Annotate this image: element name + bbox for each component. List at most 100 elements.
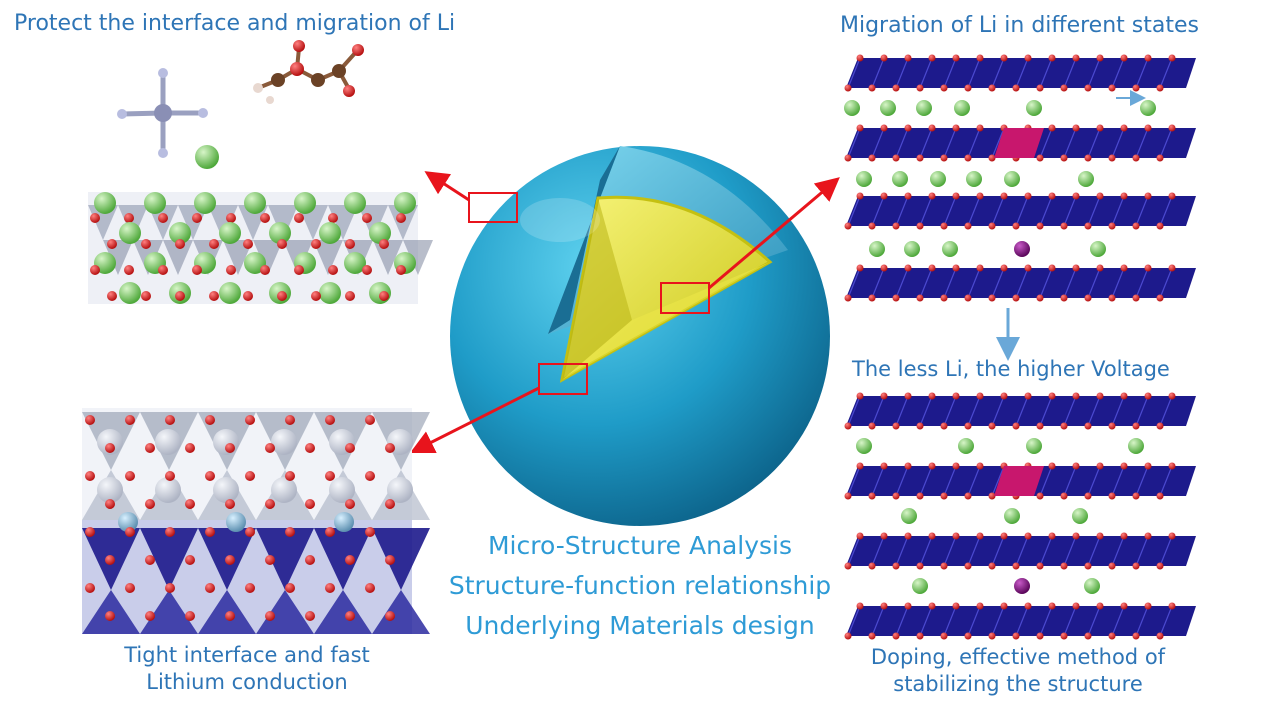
oxygen-atom	[976, 54, 984, 62]
oxygen-atom	[976, 192, 984, 200]
oxygen-atom	[325, 471, 335, 481]
layer-edge	[991, 267, 1005, 299]
oxygen-atom	[1084, 154, 1092, 162]
arrow-to-surface-panel	[424, 171, 470, 202]
layer-edge	[1159, 127, 1173, 159]
oxygen-atom	[185, 443, 195, 453]
defect-site	[994, 128, 1044, 158]
octahedron-face	[403, 240, 433, 275]
oxygen-atom	[345, 239, 355, 249]
oxygen-atom	[952, 462, 960, 470]
oxygen-atom	[1156, 562, 1164, 570]
oxygen-atom	[904, 264, 912, 272]
layer-edge	[1063, 57, 1077, 89]
oxygen-atom	[396, 265, 406, 275]
oxygen-atom	[379, 291, 389, 301]
oxygen-atom	[952, 264, 960, 272]
oxygen-atom	[1084, 422, 1092, 430]
oxygen-atom	[165, 471, 175, 481]
oxygen-atom	[1108, 294, 1116, 302]
layer-edge	[895, 465, 909, 497]
layer-edge	[991, 465, 1005, 497]
oxygen-atom	[1168, 532, 1176, 540]
oxygen-atom	[1132, 562, 1140, 570]
interface-atom	[226, 512, 246, 532]
oxygen-atom	[844, 294, 852, 302]
layer-edge	[1111, 605, 1125, 637]
layer-edge	[1159, 57, 1173, 89]
oxygen-atom	[1132, 154, 1140, 162]
oxygen-atom	[1072, 124, 1080, 132]
oxygen-atom	[158, 213, 168, 223]
layer-edge	[1159, 195, 1173, 227]
oxygen-atom	[1120, 192, 1128, 200]
layer-edge	[1063, 465, 1077, 497]
oxygen-atom	[107, 239, 117, 249]
oxygen-atom	[964, 154, 972, 162]
oxygen-atom	[192, 265, 202, 275]
layer-edge	[943, 535, 957, 567]
oxygen-atom	[165, 527, 175, 537]
oxygen-atom	[1072, 264, 1080, 272]
layer-edge	[967, 535, 981, 567]
layer-edge	[847, 267, 861, 299]
oxygen-atom	[880, 602, 888, 610]
layer-edge	[1015, 395, 1029, 427]
lithium-atom	[319, 282, 341, 304]
oxygen-atom	[105, 499, 115, 509]
oxygen-atom	[1144, 54, 1152, 62]
oxygen-atom	[1000, 54, 1008, 62]
layer-edge	[1135, 465, 1149, 497]
octahedron-face	[238, 205, 268, 240]
oxygen-atom	[192, 213, 202, 223]
caption-bottom-right-line1: Doping, effective method of	[870, 645, 1166, 669]
oxygen-atom	[285, 471, 295, 481]
layer-edge	[1087, 267, 1101, 299]
oxygen-atom	[205, 471, 215, 481]
layer-edge	[967, 395, 981, 427]
oxygen-atom	[205, 527, 215, 537]
oxygen-atom	[1048, 602, 1056, 610]
oxygen-atom	[145, 443, 155, 453]
transition-metal-layer	[846, 606, 1196, 636]
oxygen-atom	[1072, 392, 1080, 400]
layer-edge	[1039, 605, 1053, 637]
oxygen-atom	[1048, 54, 1056, 62]
oxygen-atom	[243, 239, 253, 249]
oxygen-atom	[345, 611, 355, 621]
transition-metal-atom	[97, 429, 123, 455]
oxygen-atom	[1060, 222, 1068, 230]
lithium-atom	[930, 171, 946, 187]
layer-edge	[1087, 127, 1101, 159]
lithium-atom	[869, 241, 885, 257]
oxygen-atom	[365, 471, 375, 481]
lithium-atom	[942, 241, 958, 257]
lithium-atom	[901, 508, 917, 524]
dopant-atom	[1014, 241, 1030, 257]
oxygen-atom	[305, 499, 315, 509]
layer-edge	[1111, 195, 1125, 227]
octahedron-face	[140, 528, 198, 590]
oxygen-atom	[1096, 532, 1104, 540]
oxygen-atom	[1108, 154, 1116, 162]
oxygen-atom	[976, 124, 984, 132]
oxygen-atom	[856, 192, 864, 200]
layer-edge	[919, 267, 933, 299]
oxygen-atom	[1132, 84, 1140, 92]
oxygen-atom	[880, 532, 888, 540]
oxygen-atom	[964, 422, 972, 430]
oxygen-atom	[1108, 84, 1116, 92]
oxygen-atom	[385, 611, 395, 621]
oxygen-atom	[345, 499, 355, 509]
oxygen-atom	[85, 415, 95, 425]
oxygen-atom	[892, 562, 900, 570]
oxygen-atom	[1084, 294, 1092, 302]
oxygen-atom	[1132, 222, 1140, 230]
selection-box-interface	[538, 363, 588, 395]
transition-metal-atom	[213, 429, 239, 455]
oxygen-atom	[868, 632, 876, 640]
layer-edge	[1063, 127, 1077, 159]
oxygen-atom	[325, 583, 335, 593]
oxygen-atom	[1132, 422, 1140, 430]
oxygen-atom	[868, 294, 876, 302]
